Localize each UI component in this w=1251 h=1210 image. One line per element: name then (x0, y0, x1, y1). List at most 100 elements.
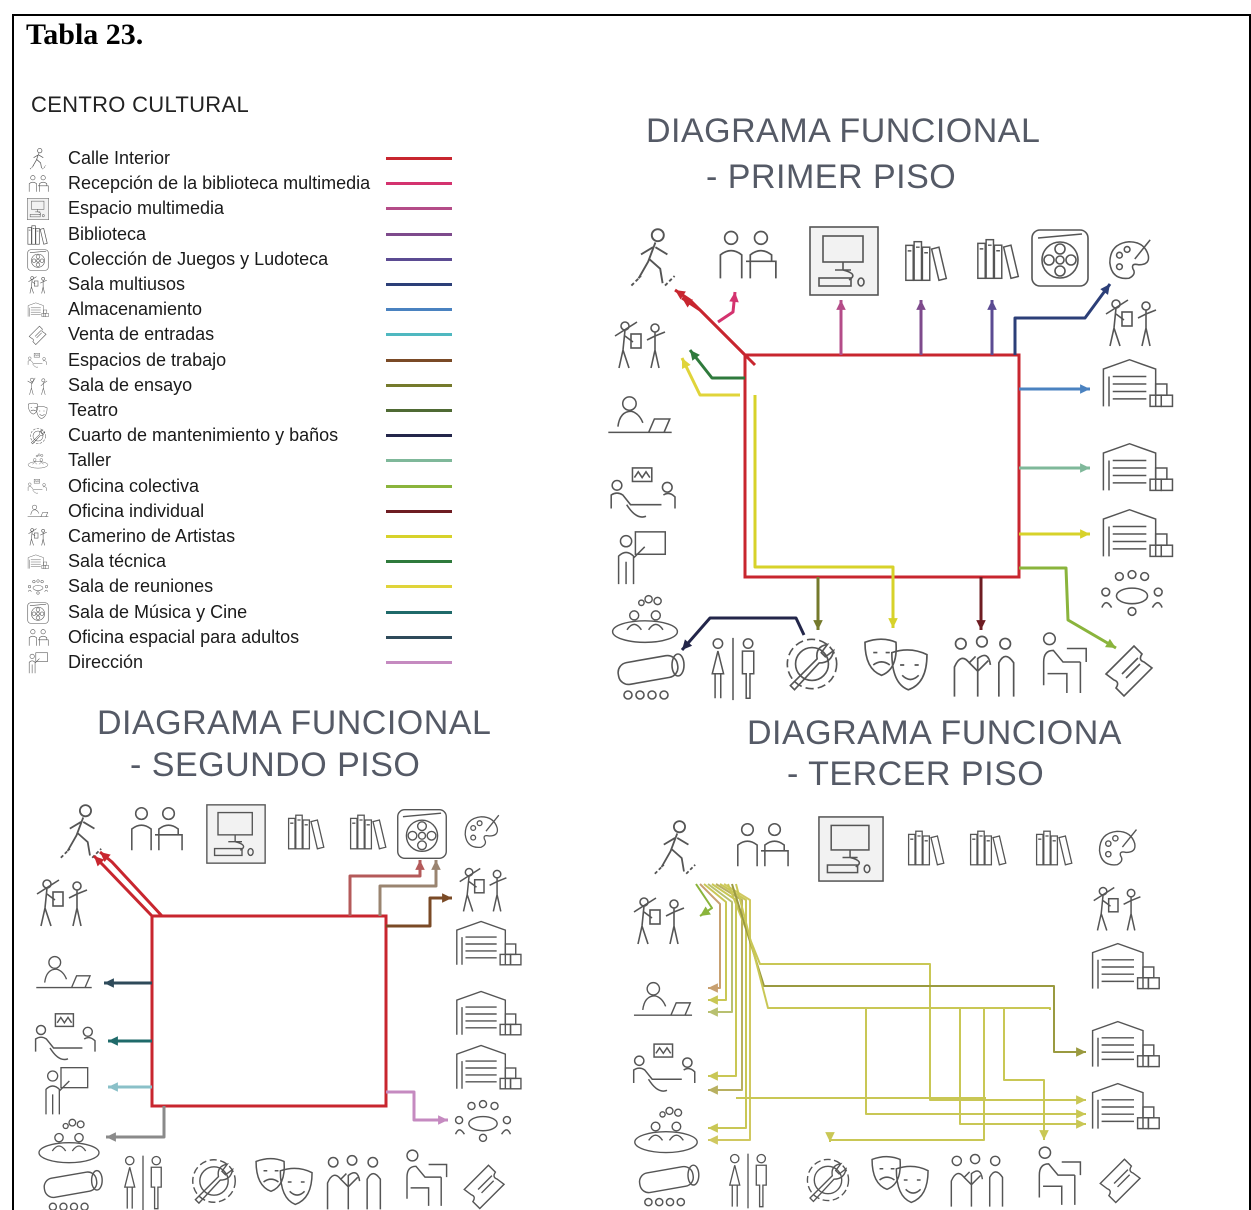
legend-item: Biblioteca (24, 222, 464, 247)
route-t3-5-arrowhead (708, 1071, 718, 1081)
route-calle-interior-arrowhead (94, 856, 105, 867)
legend-line-swatch (386, 157, 452, 160)
restroom-icon (711, 636, 755, 702)
workshop-icon (38, 1118, 100, 1164)
legend-item: Sala técnica (24, 549, 464, 574)
restroom-icon (123, 1154, 163, 1210)
route-oficina-colectiva (1019, 566, 1117, 650)
legend-label: Sala de Música y Cine (68, 601, 248, 622)
legend-label: Sala técnica (68, 551, 167, 572)
multipurpose-room-icon (458, 867, 508, 913)
collective-office-icon (610, 467, 676, 518)
books-icon (905, 240, 948, 282)
route-ensayo-down-arrowhead (813, 620, 823, 630)
dressing-room-icon (36, 879, 88, 927)
legend-label: Camerino de Artistas (68, 526, 236, 546)
route-library-1-arrowhead (916, 300, 926, 310)
route-t3-8-arrowhead (708, 1135, 718, 1145)
storage-icon (1091, 1082, 1160, 1130)
route-taller-storage-arrowhead (1080, 463, 1090, 473)
legend-item: Sala de ensayo (24, 373, 464, 398)
walking-person-icon (59, 804, 103, 859)
books-icon (969, 830, 1007, 866)
route-workspace-arrowhead (442, 893, 452, 903)
route-t3-12 (865, 1008, 1086, 1115)
music-cinema-icon (397, 809, 447, 859)
route-calle-interior (92, 854, 154, 918)
legend-label: Oficina espacial para adultos (68, 626, 300, 647)
walking-person-icon (630, 228, 676, 287)
route-sala-multiusos (1013, 283, 1112, 355)
legend-line-swatch (386, 283, 452, 286)
legend-line-swatch (386, 207, 452, 211)
route-camerino-arrowhead (1080, 529, 1090, 539)
maintenance-gear-icon (192, 1159, 236, 1204)
route-music-arrowhead (431, 860, 441, 870)
diagram-2-subtitle: - SEGUNDO PISO (130, 746, 421, 784)
route-t3-4-arrowhead (708, 1007, 718, 1017)
computer-icon (206, 804, 266, 864)
diagram-1-subtitle: - PRIMER PISO (706, 158, 957, 196)
route-multimedia-arrowhead (415, 860, 425, 870)
direction-icon (45, 1066, 89, 1116)
route-calle-interior-2-arrowhead (100, 852, 111, 863)
route-maintenance-arrowhead (682, 639, 693, 650)
legend-item: Teatro (24, 398, 464, 423)
route-almacenamiento-arrowhead (1080, 384, 1090, 394)
route-t3-6 (708, 883, 743, 1091)
collective-office-icon (632, 1043, 696, 1092)
maintenance-gear-icon (806, 1158, 850, 1203)
route-calle-interior-arrowhead (675, 290, 686, 300)
legend-label: Taller (68, 450, 112, 471)
legend-item: Calle Interior (24, 146, 464, 171)
multipurpose-room-icon (1092, 886, 1142, 932)
legend-label: Espacio multimedia (68, 198, 225, 219)
legend-label: Calle Interior (68, 148, 171, 168)
computer-icon (818, 816, 884, 882)
diagram-1-title: DIAGRAMA FUNCIONAL (646, 112, 1041, 150)
legend-line-swatch (386, 661, 452, 664)
legend-line-swatch (386, 358, 452, 362)
legend-item: Colección de Juegos y Ludoteca (24, 247, 464, 272)
floor-2-core (150, 914, 388, 1108)
ticket-icon (463, 1164, 505, 1210)
music-cinema-icon (1031, 229, 1089, 287)
route-adult-office-arrowhead (104, 978, 114, 988)
legend-item: Oficina colectiva (24, 474, 464, 499)
books-icon (977, 238, 1020, 280)
route-t3-7 (708, 883, 747, 1129)
legend-item: Taller (24, 448, 464, 473)
direction-icon (617, 531, 667, 585)
route-t3-13-arrowhead (1076, 1119, 1086, 1129)
route-t3-6-arrowhead (708, 1085, 718, 1095)
section-title: CENTRO CULTURAL (31, 92, 250, 117)
route-workspace (386, 896, 452, 928)
books-icon (349, 814, 387, 850)
rehearsal-icon (953, 635, 1015, 698)
legend-item: Sala de reuniones (24, 574, 464, 599)
adult-office-icon (406, 1149, 448, 1207)
route-t3-14-arrowhead (825, 1132, 835, 1142)
diagram-3-title: DIAGRAMA FUNCIONA (747, 714, 1122, 752)
route-t3-7-arrowhead (708, 1123, 718, 1133)
legend-item: Sala de Música y Cine (24, 600, 464, 625)
theater-masks-icon (871, 1155, 929, 1204)
route-t3-2-arrowhead (708, 983, 718, 993)
books-icon (1035, 830, 1073, 866)
route-t3-3-arrowhead (708, 995, 718, 1005)
route-t3-8 (708, 883, 751, 1141)
meeting-room-icon (1101, 569, 1163, 617)
legend-label: Dirección (68, 652, 144, 672)
route-t3-4 (707, 883, 733, 1013)
legend-item: Oficina espacial para adultos (24, 625, 464, 650)
ticket-icon (1105, 645, 1153, 697)
dressing-room-icon (614, 321, 666, 369)
technical-room-icon (637, 1164, 700, 1207)
route-workshop-down (106, 1106, 166, 1139)
route-ensayo-arrowhead (682, 358, 691, 369)
route-sala-multiusos-arrowhead (1100, 284, 1110, 295)
route-t3-9 (727, 883, 1086, 1101)
legend-item: Oficina individual (24, 499, 464, 524)
route-taller-arrowhead (108, 1082, 118, 1092)
legend-item: Recepción de la biblioteca multimedia (24, 171, 464, 196)
